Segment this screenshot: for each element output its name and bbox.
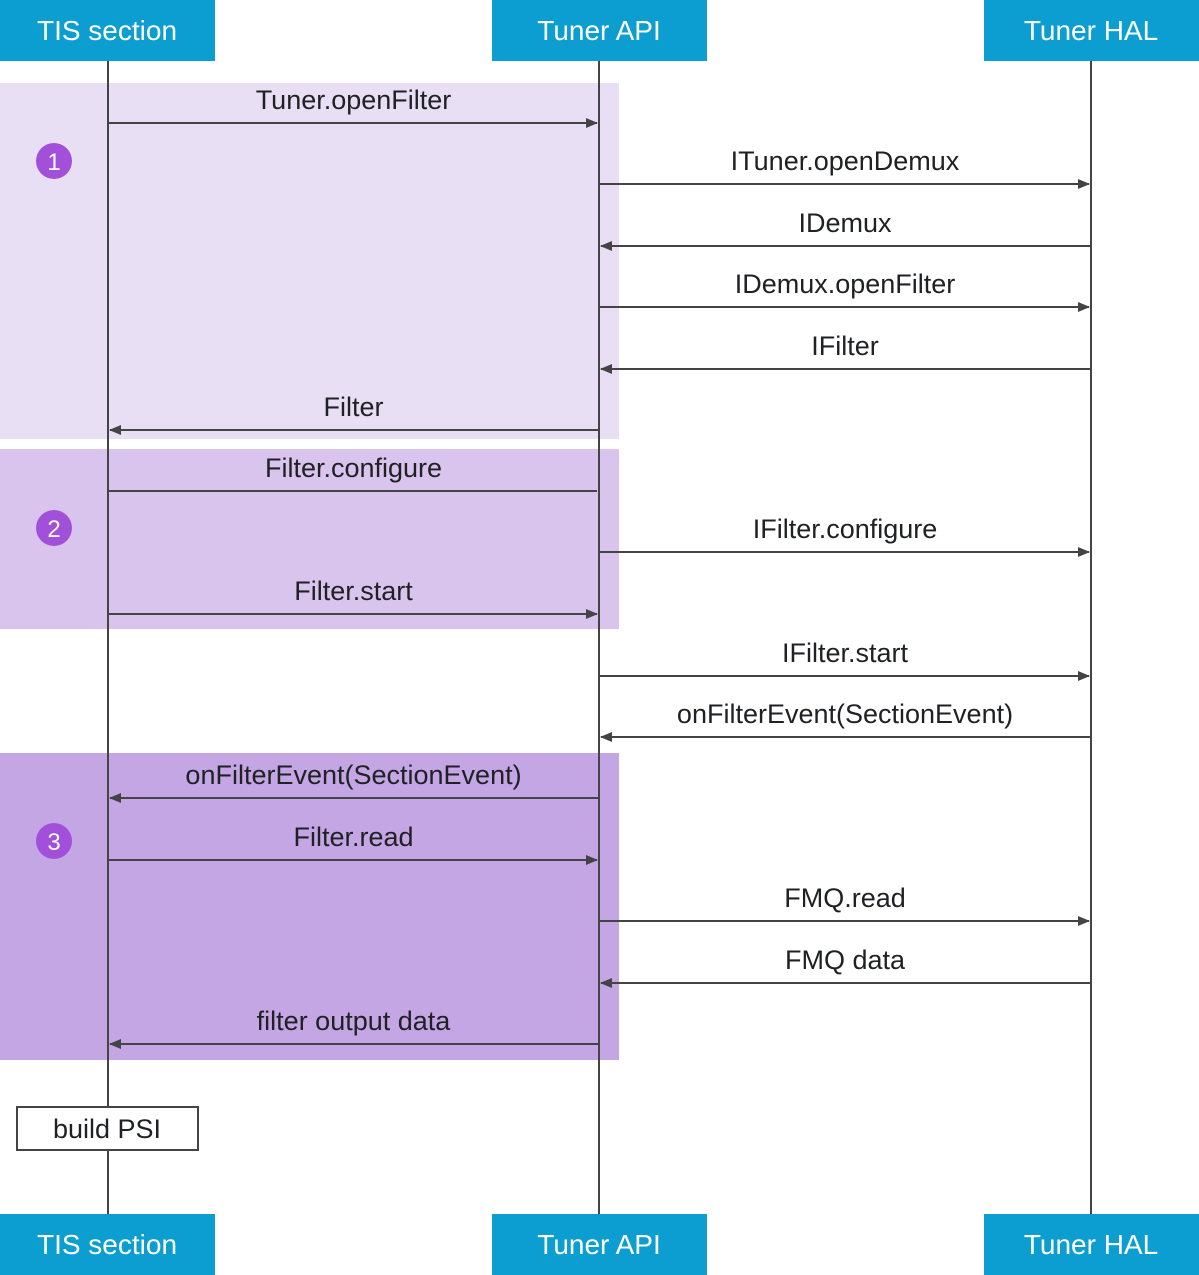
message-label: Filter <box>324 392 384 422</box>
step-badge-2: 2 <box>36 510 72 546</box>
participant-header-box <box>984 1214 1199 1275</box>
note-box <box>16 1106 199 1151</box>
message-label: Filter.read <box>293 822 413 852</box>
participant-header-bottom-tuner-api: Tuner API <box>492 1214 707 1275</box>
message-label: IFilter.start <box>782 638 909 668</box>
message-arrow: IFilter.start <box>599 638 1090 681</box>
message-label: Filter.configure <box>265 453 442 483</box>
message-arrow: onFilterEvent(SectionEvent) <box>109 760 599 803</box>
step-badge-number: 1 <box>47 149 60 176</box>
message-label: Tuner.openFilter <box>256 85 452 115</box>
message-label: FMQ.read <box>784 883 906 913</box>
step-badge-1: 1 <box>36 143 72 179</box>
participant-header-top-tuner-hal: Tuner HAL <box>984 0 1199 61</box>
message-arrow: IDemux.openFilter <box>599 269 1090 312</box>
participant-header-label: Tuner API <box>537 15 660 46</box>
participant-header-box <box>492 1214 707 1275</box>
participant-header-bottom-tuner-hal: Tuner HAL <box>984 1214 1199 1275</box>
message-arrow: IFilter.configure <box>599 514 1090 557</box>
message-arrow: filter output data <box>109 1006 599 1049</box>
step-badge-circle <box>36 823 72 859</box>
step-badge-number: 2 <box>47 516 60 543</box>
message-arrow: FMQ data <box>600 945 1091 988</box>
message-arrow: IFilter <box>600 331 1091 374</box>
participant-header-label: Tuner HAL <box>1024 15 1158 46</box>
section-1-background <box>0 83 619 439</box>
participant-header-label: Tuner HAL <box>1024 1229 1158 1260</box>
message-arrow: Tuner.openFilter <box>108 85 598 128</box>
participant-header-box <box>984 0 1199 61</box>
message-label: FMQ data <box>785 945 906 975</box>
message-label: IFilter <box>811 331 879 361</box>
message-arrow: IDemux <box>600 208 1091 251</box>
message-label: IDemux.openFilter <box>735 269 956 299</box>
message-label: IFilter.configure <box>753 514 938 544</box>
section-3-background <box>0 753 619 1060</box>
step-badge-3: 3 <box>36 823 72 859</box>
message-arrow: onFilterEvent(SectionEvent) <box>600 699 1091 742</box>
participant-header-box <box>0 1214 215 1275</box>
message-arrow: Filter.read <box>108 822 598 865</box>
note-build-psi: build PSI <box>16 1106 199 1151</box>
step-badge-circle <box>36 143 72 179</box>
participant-header-top-tis-section: TIS section <box>0 0 215 61</box>
participant-header-label: Tuner API <box>537 1229 660 1260</box>
message-label: onFilterEvent(SectionEvent) <box>185 760 521 790</box>
message-label: Filter.start <box>294 576 413 606</box>
message-arrow: ITuner.openDemux <box>599 146 1090 189</box>
note-label: build PSI <box>53 1114 161 1144</box>
step-badge-circle <box>36 510 72 546</box>
message-label: ITuner.openDemux <box>731 146 960 176</box>
message-arrow: Filter.configure <box>108 453 597 492</box>
participant-header-label: TIS section <box>37 15 177 46</box>
message-label: IDemux <box>798 208 892 238</box>
section-2-background <box>0 449 619 629</box>
participant-header-top-tuner-api: Tuner API <box>492 0 707 61</box>
participant-header-box <box>492 0 707 61</box>
participant-header-label: TIS section <box>37 1229 177 1260</box>
message-label: filter output data <box>257 1006 452 1036</box>
message-arrow: FMQ.read <box>599 883 1090 926</box>
message-list: Tuner.openFilter ITuner.openDemux IDemux… <box>108 85 1091 1049</box>
message-arrow: Filter.start <box>108 576 598 619</box>
message-arrow: Filter <box>109 392 599 435</box>
participant-header-box <box>0 0 215 61</box>
step-badge-number: 3 <box>47 829 60 856</box>
participant-header-bottom-tis-section: TIS section <box>0 1214 215 1275</box>
message-label: onFilterEvent(SectionEvent) <box>677 699 1013 729</box>
